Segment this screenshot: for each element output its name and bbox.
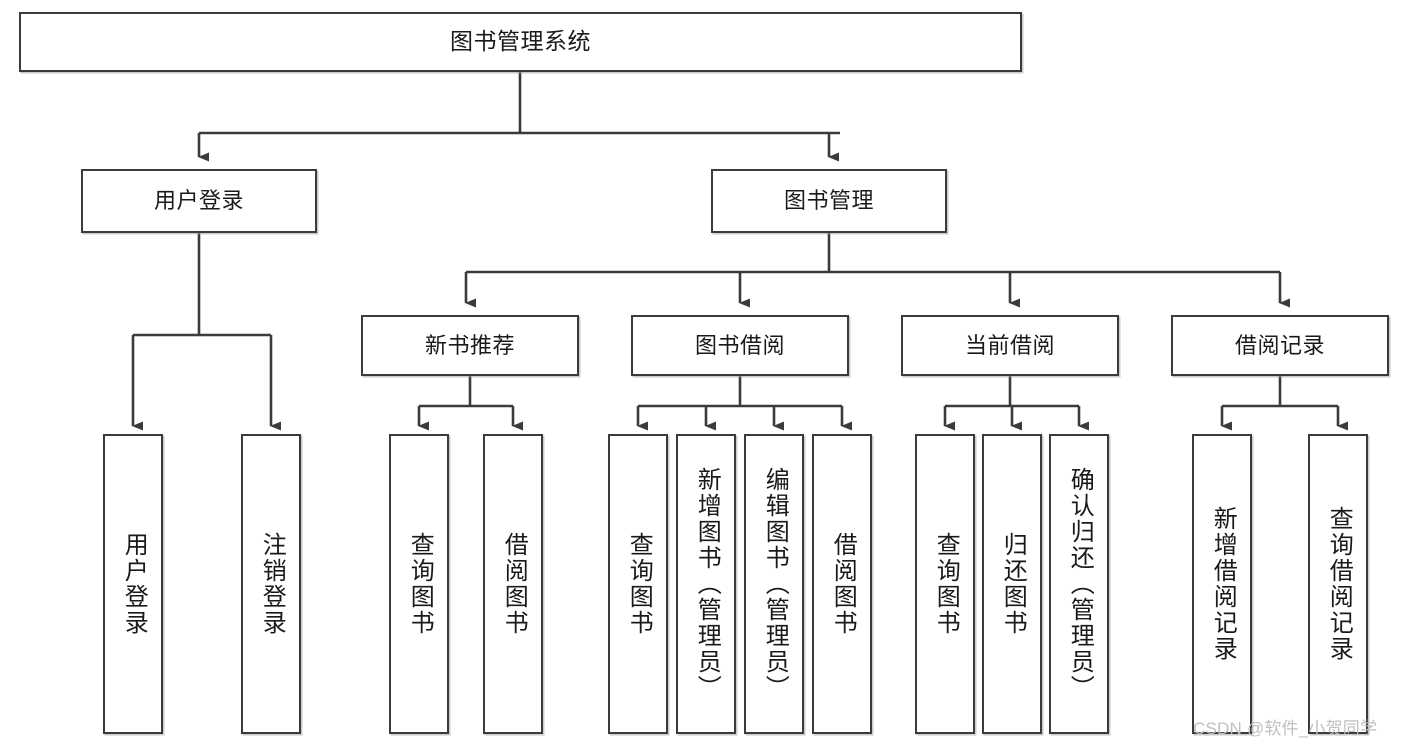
node-label: 新增图书（管理员）	[693, 467, 721, 701]
node-label: 图书管理	[783, 188, 874, 214]
csdn-watermark: CSDN @软件_小贺同学	[1193, 719, 1378, 738]
node-label: 借阅记录	[1234, 332, 1325, 358]
node-borrow-record[interactable]: 借阅记录	[1171, 315, 1389, 376]
node-label: 查询图书	[932, 532, 960, 636]
node-label: 用户登录	[153, 188, 244, 214]
node-label: 图书借阅	[694, 332, 785, 358]
node-root-system[interactable]: 图书管理系统	[19, 12, 1022, 72]
leaf-confirm-return[interactable]: 确认归还（管理员）	[1049, 434, 1109, 734]
node-new-book-recommend[interactable]: 新书推荐	[361, 315, 579, 376]
leaf-edit-book[interactable]: 编辑图书（管理员）	[744, 434, 804, 734]
leaf-add-record[interactable]: 新增借阅记录	[1192, 434, 1252, 734]
node-label: 借阅图书	[829, 532, 857, 636]
node-label: 编辑图书（管理员）	[761, 467, 789, 701]
node-label: 用户登录	[120, 532, 148, 636]
node-label: 借阅图书	[500, 532, 528, 636]
node-label: 归还图书	[999, 532, 1027, 636]
node-label: 查询借阅记录	[1325, 506, 1353, 662]
leaf-query-book-3[interactable]: 查询图书	[915, 434, 975, 734]
leaf-borrow-book-1[interactable]: 借阅图书	[483, 434, 543, 734]
node-label: 查询图书	[406, 532, 434, 636]
leaf-return-book[interactable]: 归还图书	[982, 434, 1042, 734]
node-user-login[interactable]: 用户登录	[81, 169, 317, 233]
node-label: 确认归还（管理员）	[1066, 467, 1094, 701]
leaf-query-record[interactable]: 查询借阅记录	[1308, 434, 1368, 734]
leaf-add-book[interactable]: 新增图书（管理员）	[676, 434, 736, 734]
node-current-borrow[interactable]: 当前借阅	[901, 315, 1119, 376]
node-label: 新书推荐	[424, 332, 515, 358]
node-label: 图书管理系统	[450, 28, 591, 55]
node-label: 当前借阅	[964, 332, 1055, 358]
node-book-borrow[interactable]: 图书借阅	[631, 315, 849, 376]
node-label: 注销登录	[258, 532, 286, 636]
leaf-user-logout[interactable]: 注销登录	[241, 434, 301, 734]
leaf-query-book-1[interactable]: 查询图书	[389, 434, 449, 734]
leaf-user-login[interactable]: 用户登录	[103, 434, 163, 734]
node-book-manage[interactable]: 图书管理	[711, 169, 947, 233]
leaf-query-book-2[interactable]: 查询图书	[608, 434, 668, 734]
node-label: 查询图书	[625, 532, 653, 636]
node-label: 新增借阅记录	[1209, 506, 1237, 662]
leaf-borrow-book-2[interactable]: 借阅图书	[812, 434, 872, 734]
